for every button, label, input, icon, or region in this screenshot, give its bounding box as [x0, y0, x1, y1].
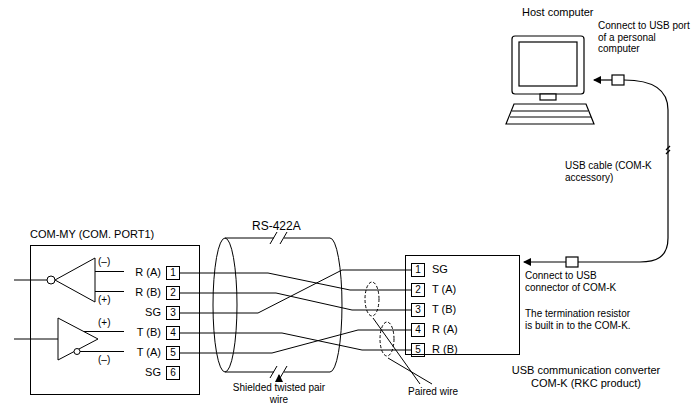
terminal-box: 2T (A) [411, 283, 425, 297]
leader-line [279, 318, 432, 384]
polarity-mark: (+) [98, 294, 111, 306]
signal-name: T (A) [137, 346, 161, 359]
note-label: USB cable (COM-K accessory) [565, 160, 663, 183]
terminal-box: 4R (A) [411, 323, 425, 337]
terminal-box: 5T (A) [166, 346, 180, 360]
terminal-box: 3T (B) [411, 303, 425, 317]
terminal-box: 2R (B) [166, 286, 180, 300]
signal-name: SG [145, 306, 161, 319]
signal-wire [180, 293, 411, 310]
terminal-box: 3SG [166, 306, 180, 320]
signal-name: SG [432, 263, 448, 276]
signal-wire [180, 270, 411, 313]
converter-box: USB communication converter COM-K (RKC p… [405, 255, 520, 355]
signal-name: T (B) [432, 303, 456, 316]
polarity-mark: (–) [98, 354, 110, 366]
signal-name: R (A) [432, 323, 458, 336]
signal-name: R (B) [135, 286, 161, 299]
terminal-box: 4T (B) [166, 326, 180, 340]
terminal-number: 1 [167, 267, 179, 279]
usb-cable [524, 75, 670, 267]
pair-mark [365, 282, 394, 356]
polarity-mark: (–) [98, 256, 110, 268]
terminal-box: 5R (B) [411, 343, 425, 357]
signal-name: R (B) [432, 343, 458, 356]
terminal-number: 5 [167, 347, 179, 359]
device-title: USB communication converter COM-K (RKC p… [506, 364, 666, 389]
note-label: Connect to USB port of a personal comput… [598, 20, 694, 55]
signal-wire [180, 333, 411, 350]
terminal-number: 5 [412, 344, 424, 356]
note-label: The termination resistor is built in to … [525, 308, 637, 331]
signal-wire [180, 330, 411, 353]
terminal-box: 1R (A) [166, 266, 180, 280]
terminal-number: 3 [412, 304, 424, 316]
terminal-number: 1 [412, 264, 424, 276]
note-label: Shielded twisted pair wire [228, 382, 330, 405]
note-label: Host computer [522, 6, 594, 19]
device-housing: COM-MY (COM. PORT1)1R (A)2R (B)3SG4T (B)… [30, 245, 200, 395]
cable-shield [213, 232, 342, 378]
signal-name: R (A) [135, 266, 161, 279]
signal-name: T (B) [137, 326, 161, 339]
polarity-mark: (+) [98, 317, 111, 329]
terminal-number: 4 [412, 324, 424, 336]
signal-name: T (A) [432, 283, 456, 296]
terminal-number: 4 [167, 327, 179, 339]
note-label: RS-422A [252, 220, 301, 234]
terminal-box: 1SG [411, 263, 425, 277]
computer-icon [506, 36, 594, 124]
terminal-number: 3 [167, 307, 179, 319]
note-label: Connect to USB connector of COM-K [525, 270, 625, 293]
signal-wire [180, 273, 411, 290]
terminal-number: 6 [167, 367, 179, 379]
note-label: Paired wire [408, 386, 458, 398]
terminal-number: 2 [412, 284, 424, 296]
device-title: COM-MY (COM. PORT1) [30, 228, 154, 241]
signal-name: SG [145, 366, 161, 379]
terminal-box: 6SG [166, 366, 180, 380]
terminal-number: 2 [167, 287, 179, 299]
